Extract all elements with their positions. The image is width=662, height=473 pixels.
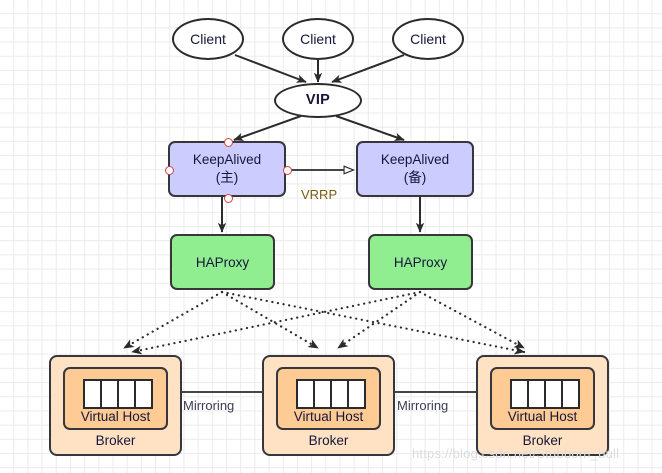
keepalived-master-label: KeepAlived — [192, 151, 262, 167]
vrrp-edge-label: VRRP — [301, 187, 338, 202]
watermark: https://blog.csdn.net/Stubborn_bull — [412, 446, 620, 461]
client-label: Client — [410, 31, 446, 47]
keepalived-master-role: (主) — [215, 170, 239, 185]
queue-1 — [83, 379, 153, 409]
queue-3 — [510, 379, 580, 409]
queue-cell — [85, 381, 102, 407]
queue-cell — [512, 381, 529, 407]
vip-label: VIP — [305, 92, 331, 109]
mirroring-edge-label-right: Mirroring — [397, 398, 449, 413]
client-label: Client — [300, 31, 336, 47]
queue-cell — [315, 381, 332, 407]
resize-handle-top[interactable] — [223, 137, 233, 147]
mirroring-edge-label-left: Mirroring — [183, 398, 235, 413]
virtual-host-label: Virtual Host — [507, 409, 578, 424]
vip-node[interactable]: VIP — [274, 83, 362, 118]
queue-2 — [296, 379, 366, 409]
keepalived-backup-node[interactable]: KeepAlived (备) — [356, 141, 474, 197]
keepalived-master-node[interactable]: KeepAlived (主) — [168, 141, 286, 197]
haproxy-node-right[interactable]: HAProxy — [368, 234, 473, 290]
client-label: Client — [190, 31, 226, 47]
resize-handle-right[interactable] — [282, 165, 292, 175]
queue-cell — [332, 381, 349, 407]
resize-handle-bottom[interactable] — [223, 193, 233, 203]
queue-cell — [102, 381, 119, 407]
queue-cell — [563, 381, 578, 407]
broker-label: Broker — [308, 433, 349, 448]
client-node-1[interactable]: Client — [172, 18, 244, 60]
queue-cell — [546, 381, 563, 407]
virtual-host-label: Virtual Host — [293, 409, 364, 424]
queue-cell — [298, 381, 315, 407]
broker-label: Broker — [95, 433, 136, 448]
resize-handle-left[interactable] — [164, 165, 174, 175]
haproxy-label: HAProxy — [195, 254, 250, 270]
virtual-host-label: Virtual Host — [80, 409, 151, 424]
keepalived-backup-role: (备) — [403, 170, 427, 185]
queue-cell — [349, 381, 364, 407]
queue-cell — [119, 381, 136, 407]
client-node-2[interactable]: Client — [282, 18, 354, 60]
keepalived-backup-label: KeepAlived — [380, 151, 450, 167]
virtual-host-1[interactable]: Virtual Host — [63, 367, 168, 430]
broker-label: Broker — [522, 433, 563, 448]
queue-cell — [136, 381, 151, 407]
client-node-3[interactable]: Client — [392, 18, 464, 60]
haproxy-label: HAProxy — [393, 254, 448, 270]
haproxy-node-left[interactable]: HAProxy — [170, 234, 275, 290]
virtual-host-3[interactable]: Virtual Host — [490, 367, 595, 430]
queue-cell — [529, 381, 546, 407]
virtual-host-2[interactable]: Virtual Host — [276, 367, 381, 430]
